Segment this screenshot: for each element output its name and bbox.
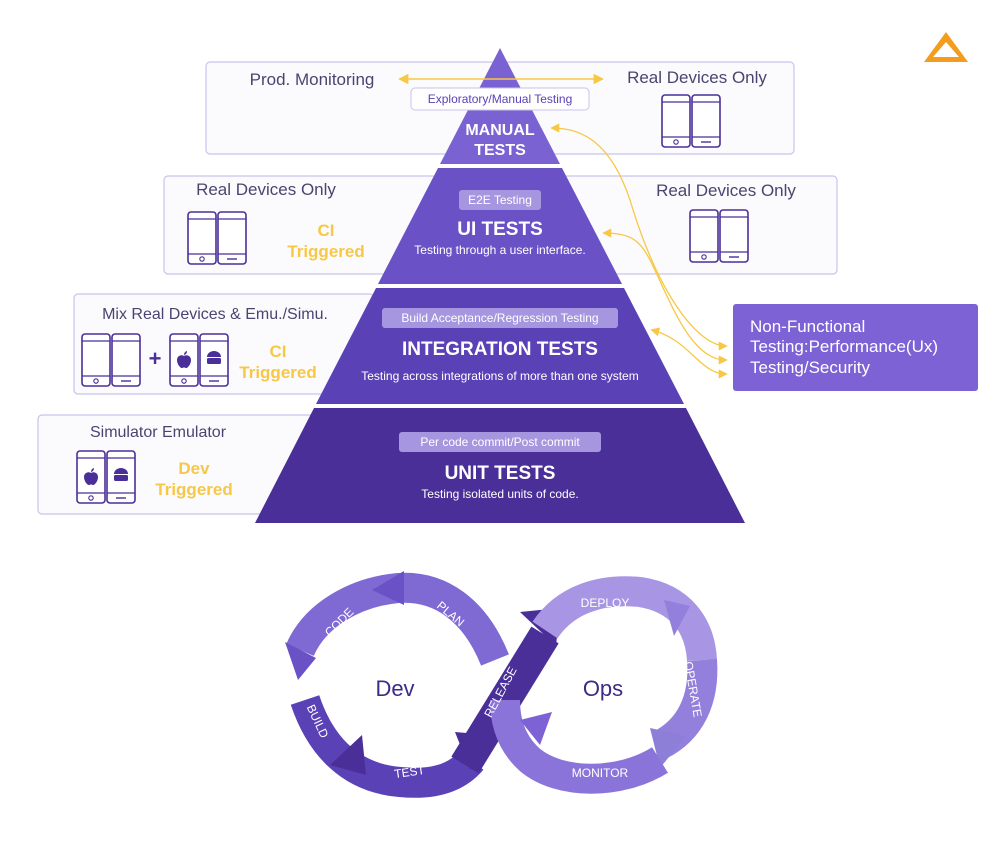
ops-loop-top: [532, 576, 717, 662]
manual-pill-text: Exploratory/Manual Testing: [428, 92, 573, 106]
phone-icon: [719, 209, 749, 263]
android-icon: [114, 468, 128, 481]
pyramid-tier-unit: [255, 408, 745, 523]
dev-loop-bottom: [290, 694, 484, 798]
phone-icon: [217, 211, 247, 265]
unit-tests-title: UNIT TESTS: [445, 463, 556, 484]
manual-pill: [410, 87, 590, 111]
plan-arrow-head: [372, 571, 404, 605]
operate-arrow-head: [650, 728, 686, 768]
non-functional-line3: Testing/Security: [750, 358, 870, 377]
phone-icon: [187, 211, 217, 265]
phone-icon: [661, 94, 691, 148]
ui-trigger-line2: Triggered: [287, 242, 364, 261]
phone-icon: [111, 333, 141, 387]
ui-tests-title: UI TESTS: [457, 219, 543, 240]
phone-icon: [81, 333, 111, 387]
ui-pill-text: E2E Testing: [468, 193, 532, 207]
integration-trigger-line2: Triggered: [239, 363, 316, 382]
build-arrow-head: [330, 735, 366, 775]
android-icon: [207, 351, 221, 364]
stage-test: TEST: [393, 763, 426, 781]
unit-trigger-line1: Dev: [178, 459, 210, 478]
dev-label: Dev: [375, 676, 414, 701]
integration-plus: +: [149, 346, 162, 371]
devops-loop: [285, 571, 718, 798]
ui-right-devices-label: Real Devices Only: [656, 181, 796, 200]
manual-tests-title-line2: TESTS: [474, 142, 526, 159]
integration-devices-label: Mix Real Devices & Emu./Simu.: [102, 306, 328, 323]
ops-label: Ops: [583, 676, 623, 701]
ui-trigger-line1: CI: [318, 221, 335, 240]
apple-icon: [177, 351, 191, 368]
phone-icon: [691, 94, 721, 148]
manual-tests-title-line1: MANUAL: [465, 122, 535, 139]
deploy-arrow-head: [664, 600, 690, 636]
integration-trigger-line1: CI: [270, 342, 287, 361]
device-icons: [76, 94, 749, 504]
non-functional-line2: Testing:Performance(Ux): [750, 337, 938, 356]
test-arrow-head: [455, 732, 490, 770]
company-logo: [924, 32, 968, 62]
top-right-devices-label: Real Devices Only: [627, 68, 767, 87]
integration-tests-title: INTEGRATION TESTS: [402, 339, 598, 360]
stage-deploy: DEPLOY: [581, 596, 630, 610]
prod-monitoring-label: Prod. Monitoring: [250, 70, 375, 89]
ui-tests-desc: Testing through a user interface.: [414, 243, 585, 257]
non-functional-box: [733, 304, 978, 391]
code-arrow-head: [285, 642, 316, 680]
unit-tests-desc: Testing isolated units of code.: [421, 487, 578, 501]
unit-pill-text: Per code commit/Post commit: [420, 435, 580, 449]
unit-pill: [399, 432, 601, 452]
unit-trigger-line2: Triggered: [155, 480, 232, 499]
integration-pill-text: Build Acceptance/Regression Testing: [401, 311, 598, 325]
ui-left-devices-label: Real Devices Only: [196, 180, 336, 199]
ui-pill: [459, 190, 541, 210]
stage-monitor: MONITOR: [572, 766, 629, 780]
integration-tests-desc: Testing across integrations of more than…: [361, 369, 638, 383]
non-functional-connectors: [550, 123, 728, 379]
monitor-arrow-head: [520, 712, 552, 745]
ops-loop-bottom: [490, 699, 668, 794]
non-functional-line1: Non-Functional: [750, 317, 865, 336]
phone-icon: [689, 209, 719, 263]
apple-icon: [84, 468, 98, 485]
unit-devices-label: Simulator Emulator: [90, 424, 227, 441]
